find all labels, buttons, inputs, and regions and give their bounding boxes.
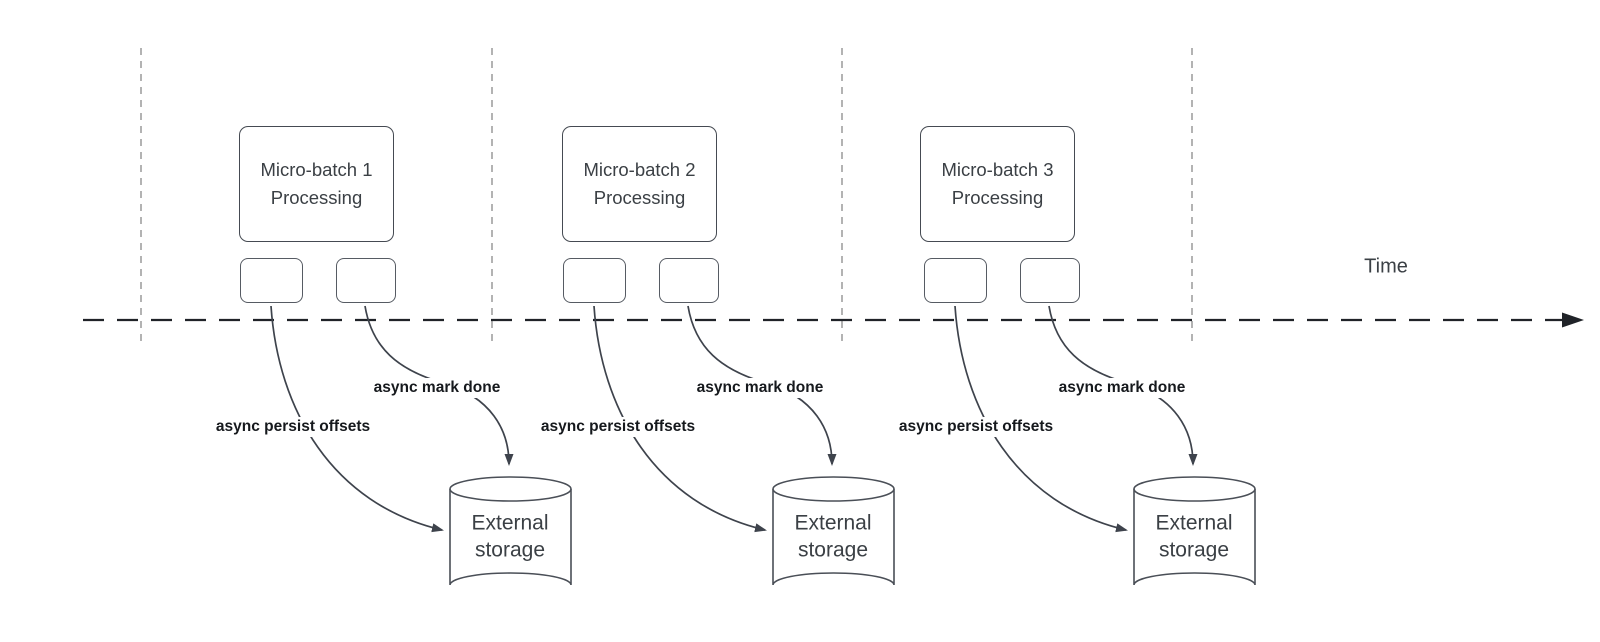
- mark-done-label-3: async mark done: [1056, 378, 1188, 398]
- time-axis-arrowhead-icon: [1562, 312, 1584, 328]
- persist-offsets-label-2: async persist offsets: [538, 417, 698, 437]
- storage-label-2: External storage: [794, 511, 872, 562]
- storage-cylinder: [772, 489, 895, 586]
- microbatch-box-1: Micro-batch 1 Processing: [239, 126, 394, 242]
- storage-cylinder-top: [1133, 476, 1256, 502]
- time-axis-label: Time: [1364, 255, 1408, 278]
- group-connectors-3: [954, 305, 1256, 586]
- task-box-persist-1: [240, 258, 303, 303]
- persist-offsets-arrow: [954, 305, 1128, 533]
- microbatch-box-3: Micro-batch 3 Processing: [920, 126, 1075, 242]
- task-box-done-2: [659, 258, 719, 303]
- task-box-persist-3: [924, 258, 987, 303]
- storage-cylinder: [449, 489, 572, 586]
- group-connectors-2: [593, 305, 895, 586]
- persist-offsets-label-1: async persist offsets: [213, 417, 373, 437]
- persist-offsets-arrow: [593, 305, 767, 533]
- storage-label-1: External storage: [471, 511, 549, 562]
- microbatch-box-2: Micro-batch 2 Processing: [562, 126, 717, 242]
- storage-label-3: External storage: [1155, 511, 1233, 562]
- storage-cylinder-top: [449, 476, 572, 502]
- task-box-done-1: [336, 258, 396, 303]
- mark-done-label-1: async mark done: [371, 378, 503, 398]
- mark-done-label-2: async mark done: [694, 378, 826, 398]
- task-box-done-3: [1020, 258, 1080, 303]
- storage-cylinder: [1133, 489, 1256, 586]
- persist-offsets-label-3: async persist offsets: [896, 417, 1056, 437]
- storage-cylinder-top: [772, 476, 895, 502]
- task-box-persist-2: [563, 258, 626, 303]
- persist-offsets-arrow: [270, 305, 444, 533]
